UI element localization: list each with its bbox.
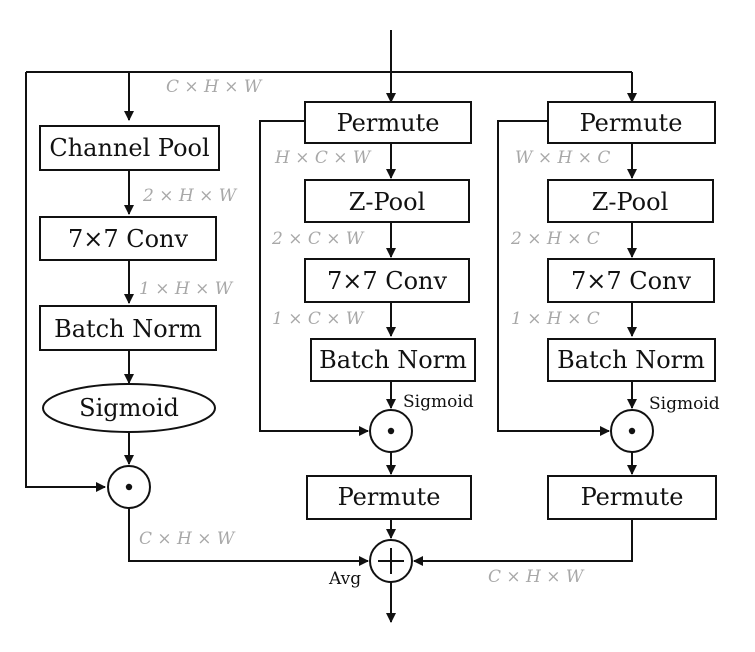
right-batch-norm-box — [547, 338, 716, 382]
right-dim-2: 2 × H × C — [510, 229, 600, 249]
left-conv-label: 7×7 Conv — [68, 225, 189, 253]
left-out-dim: C × H × W — [139, 529, 236, 549]
mid-batch-norm-box — [310, 338, 476, 382]
right-batch-norm-label: Batch Norm — [557, 346, 705, 374]
mid-zpool-box — [304, 179, 470, 223]
right-dim-1: W × H × C — [515, 148, 610, 168]
mid-permute-bottom-box — [306, 475, 472, 520]
left-batch-norm-label: Batch Norm — [54, 315, 202, 343]
right-permute-bottom-label: Permute — [581, 483, 684, 511]
mid-permute-top-box — [304, 101, 472, 144]
mid-sigmoid-label: Sigmoid — [403, 392, 474, 412]
left-dim-2: 1 × H × W — [139, 279, 234, 299]
left-multiply-dot — [125, 483, 133, 491]
left-batch-norm-box — [39, 305, 217, 351]
mid-permute-bottom-label: Permute — [338, 483, 441, 511]
right-residual-line — [497, 120, 610, 436]
right-multiply-dot — [628, 427, 636, 435]
left-sigmoid-label: Sigmoid — [79, 394, 179, 422]
right-zpool-label: Z-Pool — [592, 188, 669, 216]
mid-batch-norm-label: Batch Norm — [319, 346, 467, 374]
mid-multiply-dot — [387, 427, 395, 435]
right-permute-bottom-box — [547, 475, 717, 520]
right-permute-top-label: Permute — [580, 109, 683, 137]
left-channel-pool-label: Channel Pool — [49, 134, 209, 162]
right-out-dim: C × H × W — [488, 567, 585, 587]
left-top-dim: C × H × W — [166, 77, 263, 97]
right-sigmoid-label: Sigmoid — [649, 394, 720, 414]
mid-dim-2: 2 × C × W — [271, 229, 365, 249]
mid-conv-label: 7×7 Conv — [327, 267, 448, 295]
avg-label: Avg — [328, 569, 361, 589]
mid-permute-top-label: Permute — [337, 109, 440, 137]
mid-dim-3: 1 × C × W — [272, 309, 365, 329]
left-output-line — [128, 508, 369, 566]
left-channel-pool-box — [39, 125, 220, 171]
right-zpool-box — [547, 179, 714, 223]
left-dim-1: 2 × H × W — [142, 186, 238, 206]
mid-zpool-label: Z-Pool — [349, 188, 426, 216]
mid-conv-box — [304, 258, 470, 303]
right-conv-label: 7×7 Conv — [571, 267, 692, 295]
left-residual-line — [25, 72, 106, 492]
mid-dim-1: H × C × W — [274, 148, 372, 168]
right-output-line — [413, 519, 633, 566]
right-dim-3: 1 × H × C — [511, 309, 600, 329]
right-conv-box — [547, 258, 715, 303]
mid-residual-line — [259, 120, 369, 436]
